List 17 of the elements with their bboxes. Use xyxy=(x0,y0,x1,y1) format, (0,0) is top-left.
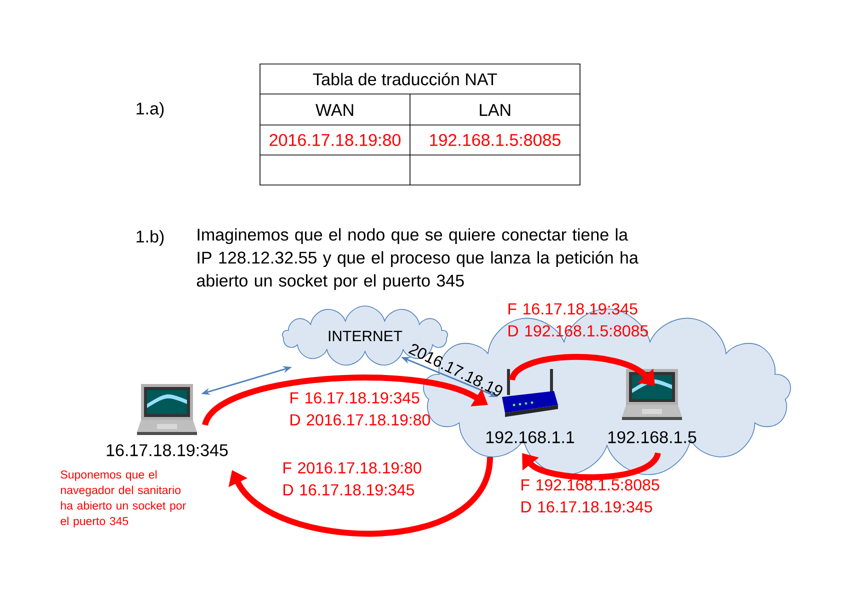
question-text: Imaginemos que el nodo que se quiere conectar tiene la IP 128.12.32.55 y que el proceso que lanza la petición ha abierto un socket por el puerto 345 xyxy=(196,228,638,290)
edge-label: F 192.168.1.5:8085 D 16.17.18.19:345 xyxy=(522,479,660,513)
address-label: 192.168.1.5 xyxy=(608,431,696,444)
column-header: LAN xyxy=(480,104,510,116)
column-header: WAN xyxy=(316,104,354,116)
edge-label: F 2016.17.18.19:80 D 16.17.18.19:345 xyxy=(284,462,422,496)
section-number: 1.a) xyxy=(136,102,164,118)
table-value: 192.168.1.5:8085 xyxy=(430,134,560,146)
table-value: 2016.17.18.19:80 xyxy=(270,134,400,146)
arrow xyxy=(509,354,655,386)
note-text: Suponemos que el navegador del sanitario ha abierto un socket por el puerto 345 xyxy=(60,470,186,528)
arrow xyxy=(228,456,493,537)
table-title: Tabla de traducción NAT xyxy=(312,72,498,86)
address-label: 16.17.18.19:345 xyxy=(106,444,228,456)
section-number: 1.b) xyxy=(136,230,164,246)
address-label: 192.168.1.1 xyxy=(486,431,574,444)
arrow xyxy=(522,452,661,480)
